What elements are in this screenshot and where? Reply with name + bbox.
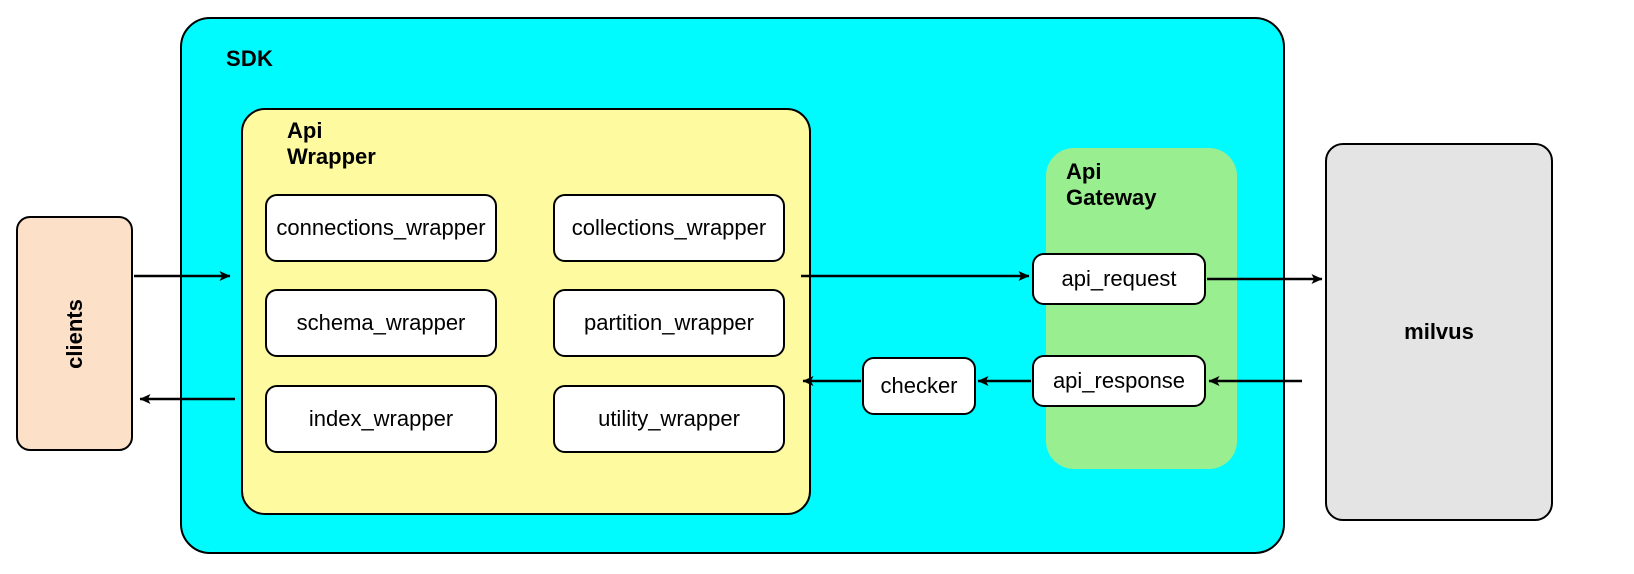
api-gateway-label: Api Gateway <box>1066 159 1157 210</box>
milvus-label: milvus <box>1404 319 1474 344</box>
milvus-node[interactable]: milvus <box>1325 143 1553 521</box>
module-collections-wrapper[interactable]: collections_wrapper <box>553 194 785 262</box>
module-api-request[interactable]: api_request <box>1032 253 1206 305</box>
sdk-label: SDK <box>226 46 274 71</box>
clients-node[interactable]: clients <box>16 216 133 451</box>
module-connections-wrapper[interactable]: connections_wrapper <box>265 194 497 262</box>
module-schema-wrapper[interactable]: schema_wrapper <box>265 289 497 357</box>
module-index-wrapper[interactable]: index_wrapper <box>265 385 497 453</box>
clients-label: clients <box>61 298 87 369</box>
module-label: api_request <box>1061 266 1177 291</box>
api-wrapper-label: Api Wrapper <box>287 118 376 169</box>
module-label: connections_wrapper <box>276 215 486 240</box>
api-gateway-container: Api Gateway <box>1046 148 1237 469</box>
module-label: partition_wrapper <box>584 310 754 335</box>
module-label: api_response <box>1052 368 1186 393</box>
checker-node[interactable]: checker <box>862 357 976 415</box>
module-utility-wrapper[interactable]: utility_wrapper <box>553 385 785 453</box>
module-label: index_wrapper <box>308 406 454 431</box>
module-label: schema_wrapper <box>296 310 466 335</box>
module-label: utility_wrapper <box>598 406 740 431</box>
checker-label: checker <box>880 373 958 398</box>
module-partition-wrapper[interactable]: partition_wrapper <box>553 289 785 357</box>
module-api-response[interactable]: api_response <box>1032 355 1206 407</box>
module-label: collections_wrapper <box>571 215 767 240</box>
